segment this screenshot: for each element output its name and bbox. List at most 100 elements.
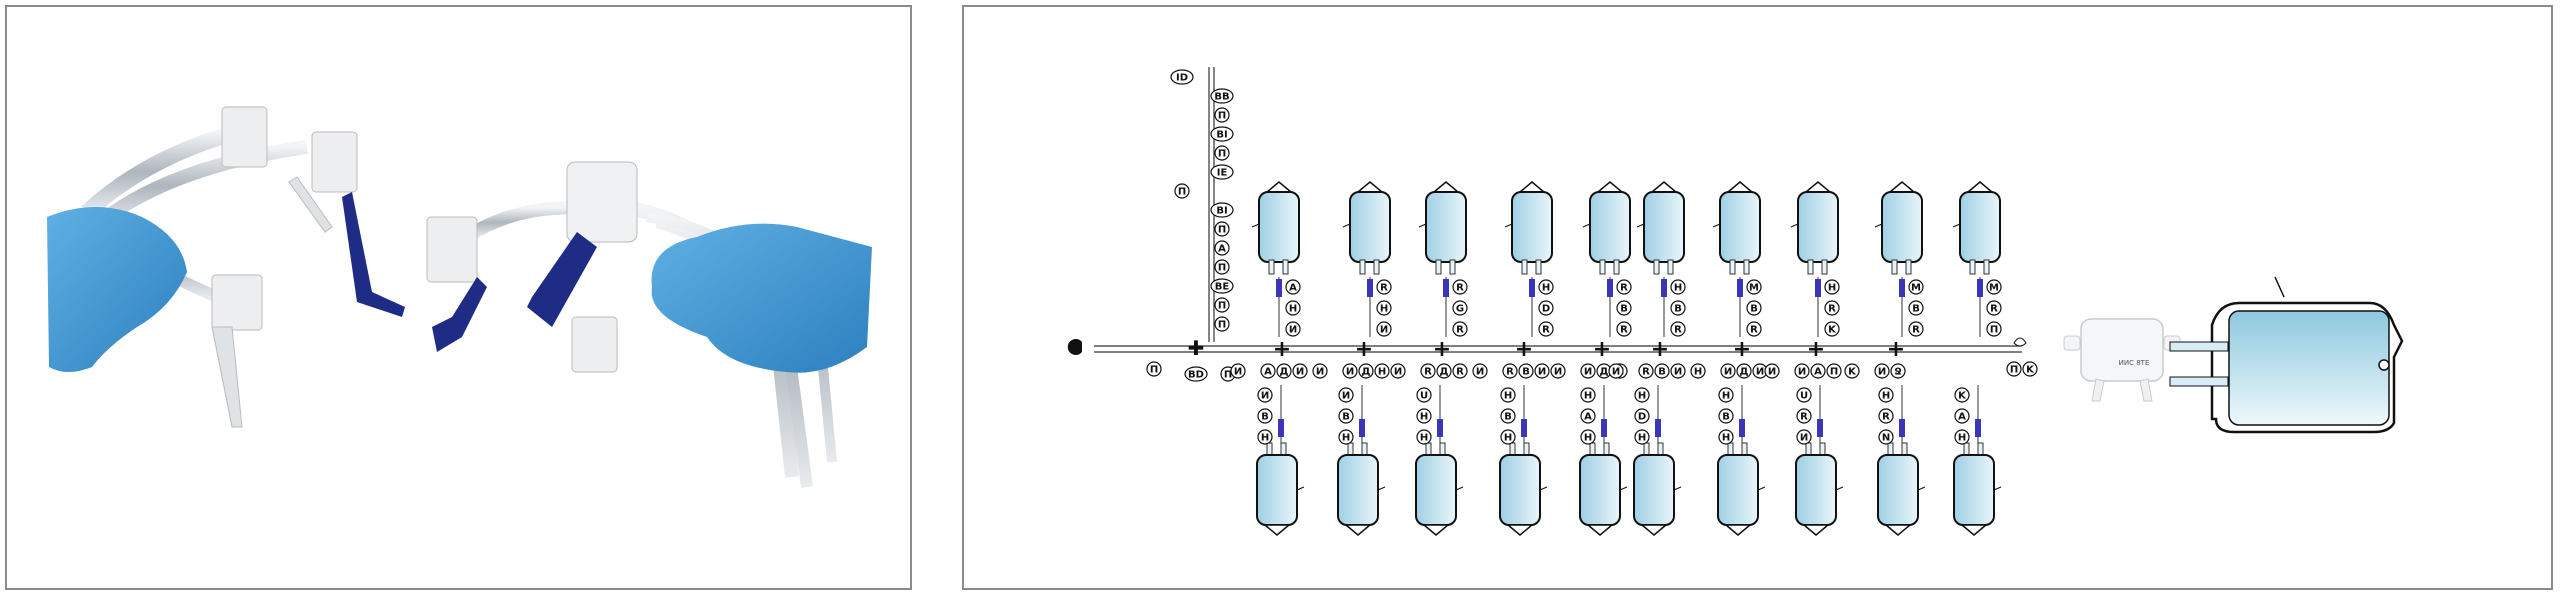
label-bubble bbox=[1844, 363, 1860, 379]
label-text: H bbox=[1420, 433, 1428, 444]
label-text: BE bbox=[1215, 282, 1230, 293]
flange bbox=[221, 106, 268, 168]
roller-clamp bbox=[1278, 419, 1284, 437]
label-text: Ջ bbox=[1894, 367, 1901, 378]
label-bubble bbox=[1616, 300, 1632, 316]
label-bubble bbox=[1634, 429, 1650, 445]
branch-label: R bbox=[1452, 279, 1468, 295]
bag-port bbox=[1613, 259, 1620, 275]
label-text: И bbox=[1234, 367, 1242, 378]
bag-hanger bbox=[1883, 524, 1913, 536]
label-bubble bbox=[1214, 240, 1230, 256]
bag-pointer bbox=[1418, 223, 1427, 228]
roller-clamp bbox=[1661, 279, 1667, 297]
label-text: H bbox=[1694, 367, 1702, 378]
bag-port bbox=[1449, 259, 1456, 275]
label-text: K bbox=[1848, 367, 1857, 378]
branch-label: И bbox=[1376, 321, 1392, 337]
branch-label: H bbox=[1878, 387, 1894, 403]
label-bubble bbox=[1210, 164, 1234, 180]
label-text: H bbox=[1882, 391, 1890, 402]
label-text: R bbox=[1620, 325, 1628, 336]
label-text: И bbox=[1289, 325, 1297, 336]
label-bubble bbox=[1654, 363, 1670, 379]
iv-bag-bottom bbox=[1877, 442, 1926, 536]
label-text: A bbox=[1264, 367, 1272, 378]
bag-port bbox=[1535, 259, 1542, 275]
vertical-line-label: П bbox=[1214, 221, 1230, 237]
label-bubble bbox=[1285, 321, 1301, 337]
label-bubble bbox=[1416, 387, 1432, 403]
roller-clamp bbox=[1607, 279, 1613, 297]
roller-clamp bbox=[1975, 419, 1981, 437]
iv-bag-top bbox=[1418, 181, 1467, 275]
label-bubble bbox=[1670, 279, 1686, 295]
label-bubble bbox=[1420, 363, 1436, 379]
roller-clamp bbox=[1601, 419, 1607, 437]
label-text: R bbox=[1456, 367, 1464, 378]
iv-bag-bottom bbox=[1256, 442, 1305, 536]
label-bubble bbox=[1534, 363, 1550, 379]
branch-label: H bbox=[1416, 408, 1432, 424]
left-gloved-hand bbox=[47, 207, 187, 372]
junction-cross-icon: + bbox=[1273, 337, 1291, 362]
label-bubble bbox=[1436, 363, 1452, 379]
label-text: Д bbox=[1440, 367, 1449, 378]
roller-clamp bbox=[1655, 419, 1661, 437]
junction-label: П bbox=[1826, 363, 1842, 379]
branch-label: R bbox=[1376, 279, 1392, 295]
vertical-line-label: BI bbox=[1210, 202, 1234, 218]
label-text: M bbox=[1749, 283, 1759, 294]
label-text: BB bbox=[1214, 92, 1229, 103]
label-text: A bbox=[1218, 244, 1226, 255]
label-text: BD bbox=[1188, 370, 1204, 381]
label-text: B bbox=[1658, 367, 1666, 378]
bag-hanger bbox=[1801, 524, 1831, 536]
label-bubble bbox=[1824, 321, 1840, 337]
bag-body bbox=[1797, 191, 1839, 263]
label-text: Д bbox=[1740, 367, 1749, 378]
iv-bag-bottom bbox=[1717, 442, 1766, 536]
label-text: П bbox=[1218, 320, 1226, 331]
vertical-line-label: П bbox=[1214, 316, 1230, 332]
roller-clamp bbox=[1737, 279, 1743, 297]
label-text: U bbox=[1420, 391, 1428, 402]
bag-hanger bbox=[1355, 181, 1385, 193]
branch-label: R bbox=[1670, 321, 1686, 337]
branch-label: H bbox=[1954, 429, 1970, 445]
branch-label: K bbox=[1824, 321, 1840, 337]
vertical-line-label: BB bbox=[1210, 88, 1234, 104]
branch-label: G bbox=[1452, 300, 1468, 316]
label-bubble bbox=[1746, 279, 1762, 295]
label-bubble bbox=[1214, 316, 1230, 332]
junction-label: Д bbox=[1596, 363, 1612, 379]
bag-pointer bbox=[2274, 276, 2285, 298]
label-text: R bbox=[1912, 325, 1920, 336]
roller-clamp bbox=[1276, 279, 1282, 297]
label-text: П bbox=[1218, 149, 1226, 160]
bag-body bbox=[1717, 454, 1759, 526]
label-bubble bbox=[1214, 145, 1230, 161]
bag-inlet-tube bbox=[2169, 376, 2229, 387]
bag-port bbox=[1373, 259, 1380, 275]
label-bubble bbox=[1518, 363, 1534, 379]
bag-hanger bbox=[1649, 181, 1679, 193]
label-bubble bbox=[1285, 279, 1301, 295]
label-bubble bbox=[1276, 363, 1292, 379]
label-bubble bbox=[1550, 363, 1566, 379]
label-text: B bbox=[1674, 304, 1682, 315]
label-text: A bbox=[1814, 367, 1822, 378]
label-bubble bbox=[1376, 321, 1392, 337]
junction-label: B bbox=[1518, 363, 1534, 379]
junction-label: И bbox=[1342, 363, 1358, 379]
branch-label: R bbox=[1796, 408, 1812, 424]
junction-label: И bbox=[1580, 363, 1596, 379]
label-bubble bbox=[1638, 363, 1654, 379]
label-bubble bbox=[1954, 429, 1970, 445]
branch-label: H bbox=[1670, 279, 1686, 295]
bag-port bbox=[1891, 259, 1898, 275]
branch-label: D bbox=[1538, 300, 1554, 316]
label-text: H bbox=[1584, 433, 1592, 444]
inlet-connector bbox=[1067, 339, 1082, 355]
roller-clamp bbox=[1437, 419, 1443, 437]
